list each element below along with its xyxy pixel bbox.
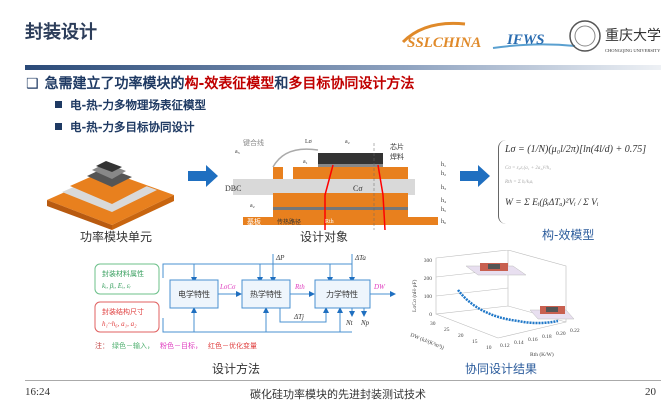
main-bullet: ❑急需建立了功率模块的构-效表征模型和多目标协同设计方法: [26, 76, 415, 92]
svg-text:h₃: h₃: [441, 185, 446, 191]
svg-text:10: 10: [486, 345, 492, 351]
svg-text:DW: DW: [373, 283, 386, 291]
footer-time: 16:24: [25, 386, 51, 398]
svg-text:ΔP: ΔP: [275, 254, 285, 262]
svg-text:25: 25: [444, 327, 450, 333]
svg-text:h₅: h₅: [441, 207, 446, 213]
sub-bullet-2: 电-热-力多目标协同设计: [55, 120, 195, 135]
square-bullet-icon: [55, 123, 62, 130]
svg-text:300: 300: [424, 258, 433, 264]
svg-text:kᵢ, βᵢ, Eᵢ, εᵣ: kᵢ, βᵢ, Eᵢ, εᵣ: [102, 282, 131, 290]
y-axis-label: Rth (K/W): [530, 351, 554, 358]
pareto-3d-chart: LσCσ (nH·pF) 0 100 200 300 30 25 20 15 1…: [409, 250, 580, 358]
svg-text:a₃: a₃: [235, 149, 240, 155]
svg-text:焊料: 焊料: [390, 152, 404, 161]
input-structure-dimensions: [94, 301, 160, 333]
arrow-right-icon: [460, 165, 490, 187]
svg-text:键合线: 键合线: [243, 138, 264, 147]
svg-text:0.14: 0.14: [514, 340, 524, 346]
footer-title: 碳化硅功率模块的先进封装测试技术: [250, 389, 426, 401]
svg-text:DBC: DBC: [225, 184, 241, 193]
svg-text:20: 20: [458, 333, 464, 339]
svg-text:CHONGQING UNIVERSITY: CHONGQING UNIVERSITY: [605, 48, 661, 53]
logo-group: SSLCHINA IFWS 重庆大学 CHONGQING UNIVERSITY: [395, 12, 665, 56]
checkbox-bullet-icon: ❑: [26, 76, 39, 92]
svg-text:Cσ: Cσ: [353, 184, 363, 193]
caption-model: 构-效模型: [542, 228, 595, 242]
svg-text:Rth: Rth: [325, 219, 334, 225]
svg-text:a₂: a₂: [250, 203, 255, 209]
svg-text:h₆: h₆: [441, 219, 446, 225]
svg-text:Np: Np: [360, 319, 370, 327]
svg-text:封装结构尺寸: 封装结构尺寸: [102, 307, 144, 316]
svg-text:0.16: 0.16: [528, 337, 538, 343]
svg-text:封装材料属性: 封装材料属性: [102, 269, 144, 278]
x-axis-label: DW (kJ/(K²m³)): [409, 331, 445, 351]
footer-divider: [25, 380, 661, 381]
svg-text:0.18: 0.18: [542, 334, 552, 340]
svg-text:粉色－目标，: 粉色－目标，: [160, 341, 202, 350]
svg-text:传热路径: 传热路径: [277, 218, 301, 226]
svg-text:热学特性: 热学特性: [250, 289, 282, 299]
svg-text:a₁: a₁: [303, 159, 308, 165]
svg-text:Lσ: Lσ: [305, 139, 313, 145]
svg-text:0.12: 0.12: [500, 343, 510, 349]
mechanical-block: [314, 279, 371, 309]
sub-bullet-1: 电-热-力多物理场表征模型: [55, 98, 206, 113]
svg-text:a₂: a₂: [345, 139, 350, 145]
svg-text:Rth: Rth: [294, 283, 305, 291]
university-logo: 重庆大学: [605, 28, 661, 44]
svg-text:200: 200: [424, 276, 433, 282]
pareto-front-points: [457, 289, 559, 325]
svg-text:ΔTa: ΔTa: [354, 254, 366, 262]
title-divider: [25, 65, 661, 70]
power-module-image: [47, 161, 174, 230]
input-material-properties: [94, 263, 160, 295]
svg-text:注：: 注：: [95, 341, 109, 350]
svg-text:ΔTj: ΔTj: [293, 313, 304, 321]
page-number: 20: [645, 386, 656, 398]
page-title: 封装设计: [25, 22, 97, 43]
caption-design-object: 设计对象: [300, 230, 349, 244]
svg-text:30: 30: [430, 321, 436, 327]
cross-section-diagram: 键合线 芯片 焊料 DBC 基板 传热路径 Lσ a₂ a₃ a₁ a₂ Cσ …: [225, 138, 446, 230]
ssl-logo: SSLCHINA: [407, 35, 481, 51]
svg-text:h₂: h₂: [441, 171, 446, 177]
caption-module: 功率模块单元: [80, 230, 153, 244]
caption-result: 协同设计结果: [465, 362, 538, 376]
formula-set: Lσ = (1/N)(μ₀l/2π)[ln(4l/d) + 0.75] Cσ =…: [498, 140, 670, 224]
arrow-right-icon: [188, 165, 218, 187]
svg-text:15: 15: [472, 339, 478, 345]
svg-text:基板: 基板: [247, 217, 261, 226]
svg-text:100: 100: [424, 294, 433, 300]
svg-text:红色－优化变量: 红色－优化变量: [208, 341, 257, 350]
university-seal-icon: [569, 20, 601, 52]
svg-text:Nt: Nt: [345, 319, 354, 327]
electrical-block: [169, 279, 219, 309]
svg-text:0.20: 0.20: [556, 331, 566, 337]
svg-text:0.22: 0.22: [570, 328, 580, 334]
z-axis-label: LσCσ (nH·pF): [411, 279, 418, 312]
svg-text:绿色－输入，: 绿色－输入，: [112, 341, 154, 350]
ifws-logo: IFWS: [506, 32, 545, 48]
svg-text:芯片: 芯片: [390, 142, 404, 151]
logos: SSLCHINA IFWS 重庆大学 CHONGQING UNIVERSITY: [401, 20, 661, 53]
square-bullet-icon: [55, 101, 62, 108]
design-flow-diagram: 封装材料属性 kᵢ, βᵢ, Eᵢ, εᵣ 封装结构尺寸 h₁~h₆, a₁, …: [94, 254, 396, 350]
thermal-block: [241, 279, 291, 309]
caption-method: 设计方法: [212, 362, 261, 376]
svg-text:h₁: h₁: [441, 162, 446, 168]
svg-text:h₄: h₄: [441, 198, 446, 204]
svg-text:LσCσ: LσCσ: [219, 283, 236, 291]
svg-text:电学特性: 电学特性: [178, 289, 210, 299]
svg-text:0: 0: [429, 312, 432, 318]
svg-text:力学特性: 力学特性: [326, 289, 358, 299]
svg-text:h₁~h₆, a₁, a₂: h₁~h₆, a₁, a₂: [102, 320, 137, 328]
